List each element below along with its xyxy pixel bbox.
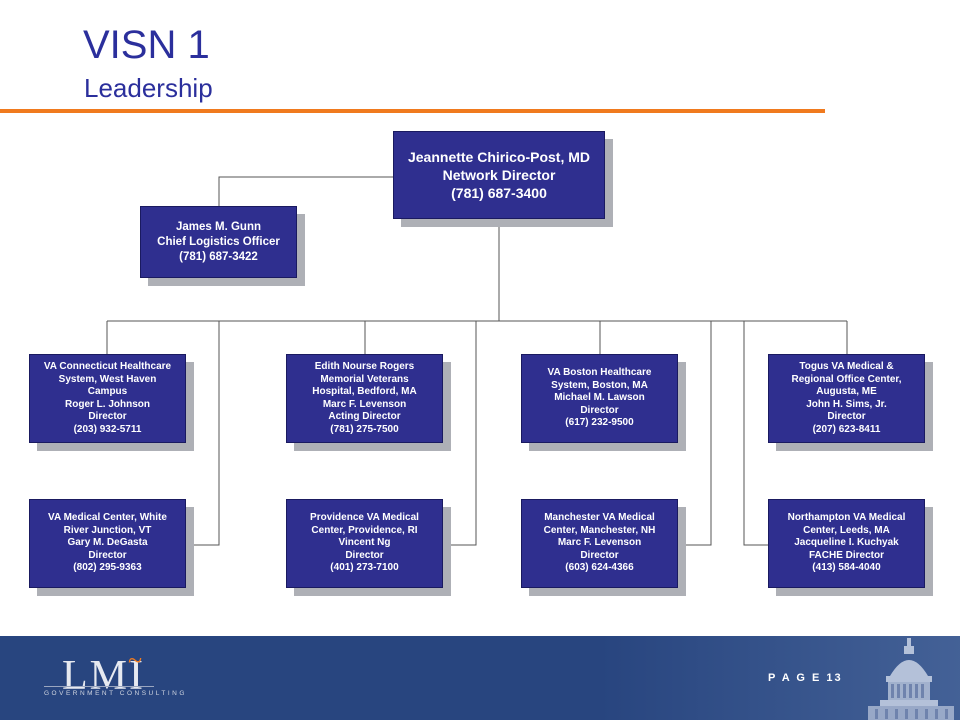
box-line: Campus <box>87 386 128 397</box>
box-line: (781) 687-3400 <box>451 185 547 201</box>
box-line: (207) 623-8411 <box>812 423 881 435</box>
footer-bar: LMI ~ GOVERNMENT CONSULTING P A G E 13 <box>0 636 960 720</box>
box-line: VA Medical Center, White <box>48 512 167 524</box>
box-line: Marc F. Levenson <box>322 398 407 410</box>
box-line: Center, Leeds, MA <box>803 524 890 536</box>
network-director-box: Jeannette Chirico-Post, MD Network Direc… <box>393 131 605 219</box>
capitol-dome-icon <box>868 638 954 720</box>
facility-box-white-river: VA Medical Center, White River Junction,… <box>29 499 186 588</box>
box-line: (603) 624-4366 <box>565 562 634 574</box>
slide-subtitle: Leadership <box>84 73 213 103</box>
facility-box-boston: VA Boston Healthcare System, Boston, MA … <box>521 354 678 443</box>
chief-logistics-officer-box: James M. Gunn Chief Logistics Officer (7… <box>140 206 297 278</box>
facility-box-connecticut: VA Connecticut Healthcare System, West H… <box>29 354 186 443</box>
lmi-logo-tagline: GOVERNMENT CONSULTING <box>44 690 187 697</box>
box-line: (781) 275-7500 <box>330 423 399 435</box>
facility-box-togus: Togus VA Medical & Regional Office Cente… <box>768 354 925 443</box>
lmi-logo-tilde: ~ <box>128 646 143 675</box>
box-line: Network Director <box>442 167 556 183</box>
box-line: Center, Manchester, NH <box>543 524 656 536</box>
box-line: Acting Director <box>328 411 401 422</box>
box-line: Chief Logistics Officer <box>157 235 280 248</box>
box-line: Jeannette Chirico-Post, MD <box>407 149 591 165</box>
box-line: John H. Sims, Jr. <box>806 398 887 410</box>
box-line: Gary M. DeGasta <box>67 537 148 549</box>
lmi-logo: LMI <box>62 653 145 699</box>
facility-box-northampton: Northampton VA Medical Center, Leeds, MA… <box>768 499 925 588</box>
box-line: System, Boston, MA <box>551 379 648 391</box>
box-line: Center, Providence, RI <box>311 524 418 536</box>
box-line: River Junction, VT <box>63 524 152 536</box>
box-line: (802) 295-9363 <box>73 562 142 574</box>
box-line: Jacqueline I. Kuchyak <box>794 537 899 549</box>
box-line: Edith Nourse Rogers <box>314 361 415 372</box>
box-line: Director <box>580 404 619 416</box>
facility-box-bedford: Edith Nourse Rogers Memorial Veterans Ho… <box>286 354 443 443</box>
box-line: Augusta, ME <box>816 386 877 397</box>
box-line: (401) 273-7100 <box>330 562 399 574</box>
box-line: VA Boston Healthcare <box>547 367 652 379</box>
box-line: Marc F. Levenson <box>557 537 642 549</box>
box-line: James M. Gunn <box>176 220 261 233</box>
title-divider <box>0 109 825 113</box>
box-line: Director <box>345 549 384 561</box>
box-line: Manchester VA Medical <box>544 512 655 524</box>
box-line: Northampton VA Medical <box>787 512 906 524</box>
box-line: Vincent Ng <box>338 537 391 549</box>
box-line: Regional Office Center, <box>791 373 902 385</box>
box-line: Togus VA Medical & <box>799 361 894 372</box>
box-line: Director <box>827 411 866 422</box>
box-line: Providence VA Medical <box>310 512 419 524</box>
box-line: Roger L. Johnson <box>65 398 150 410</box>
logo-divider <box>44 686 154 687</box>
box-line: Director <box>88 411 127 422</box>
box-line: Director <box>88 549 127 561</box>
box-line: VA Connecticut Healthcare <box>43 361 172 372</box>
box-line: System, West Haven <box>58 373 157 385</box>
box-line: FACHE Director <box>808 549 884 561</box>
box-line: Memorial Veterans <box>320 373 409 385</box>
box-line: (617) 232-9500 <box>565 417 634 429</box>
box-line: Hospital, Bedford, MA <box>312 386 417 397</box>
facility-box-manchester: Manchester VA Medical Center, Manchester… <box>521 499 678 588</box>
box-line: Michael M. Lawson <box>554 392 645 404</box>
slide-title: VISN 1 <box>83 23 210 67</box>
facility-box-providence: Providence VA Medical Center, Providence… <box>286 499 443 588</box>
page-number: P A G E 13 <box>768 672 843 684</box>
box-line: (203) 932-5711 <box>73 423 142 435</box>
box-line: (781) 687-3422 <box>179 250 258 263</box>
box-line: Director <box>580 549 619 561</box>
box-line: (413) 584-4040 <box>812 562 881 574</box>
